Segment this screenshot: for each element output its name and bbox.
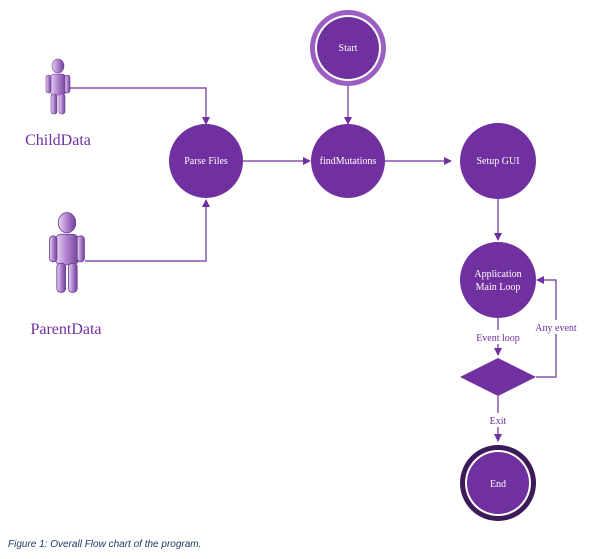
node-start: Start <box>310 10 386 86</box>
edge-label-event-loop: Event loop <box>476 333 520 344</box>
node-parse-files: Parse Files <box>169 124 243 198</box>
node-application-main-loop: Application Main Loop <box>460 242 536 318</box>
figure-caption: Figure 1: Overall Flow chart of the prog… <box>8 539 202 550</box>
node-end: End <box>460 445 536 521</box>
node-setup-gui-label: Setup GUI <box>476 156 519 167</box>
node-main-loop-label-line2: Main Loop <box>476 282 521 293</box>
edge-childdata-to-parse-files <box>68 87 210 125</box>
decision-diamond <box>460 358 536 396</box>
node-main-loop-label-line1: Application <box>474 269 521 280</box>
node-find-mutations: findMutations <box>311 124 385 198</box>
person-icon-parentdata <box>49 212 85 293</box>
node-find-mutations-label: findMutations <box>320 156 377 167</box>
actor-label-childdata: ChildData <box>25 132 91 149</box>
connectors <box>68 86 557 442</box>
node-setup-gui: Setup GUI <box>460 123 536 199</box>
actor-label-parentdata: ParentData <box>30 321 101 338</box>
person-icon-childdata <box>45 58 71 115</box>
edge-parentdata-to-parse-files <box>85 199 210 262</box>
edge-label-exit: Exit <box>490 416 507 427</box>
node-end-label: End <box>490 479 506 490</box>
node-start-label: Start <box>339 43 358 54</box>
node-parse-files-label: Parse Files <box>184 156 228 167</box>
edge-label-any-event: Any event <box>535 323 577 334</box>
